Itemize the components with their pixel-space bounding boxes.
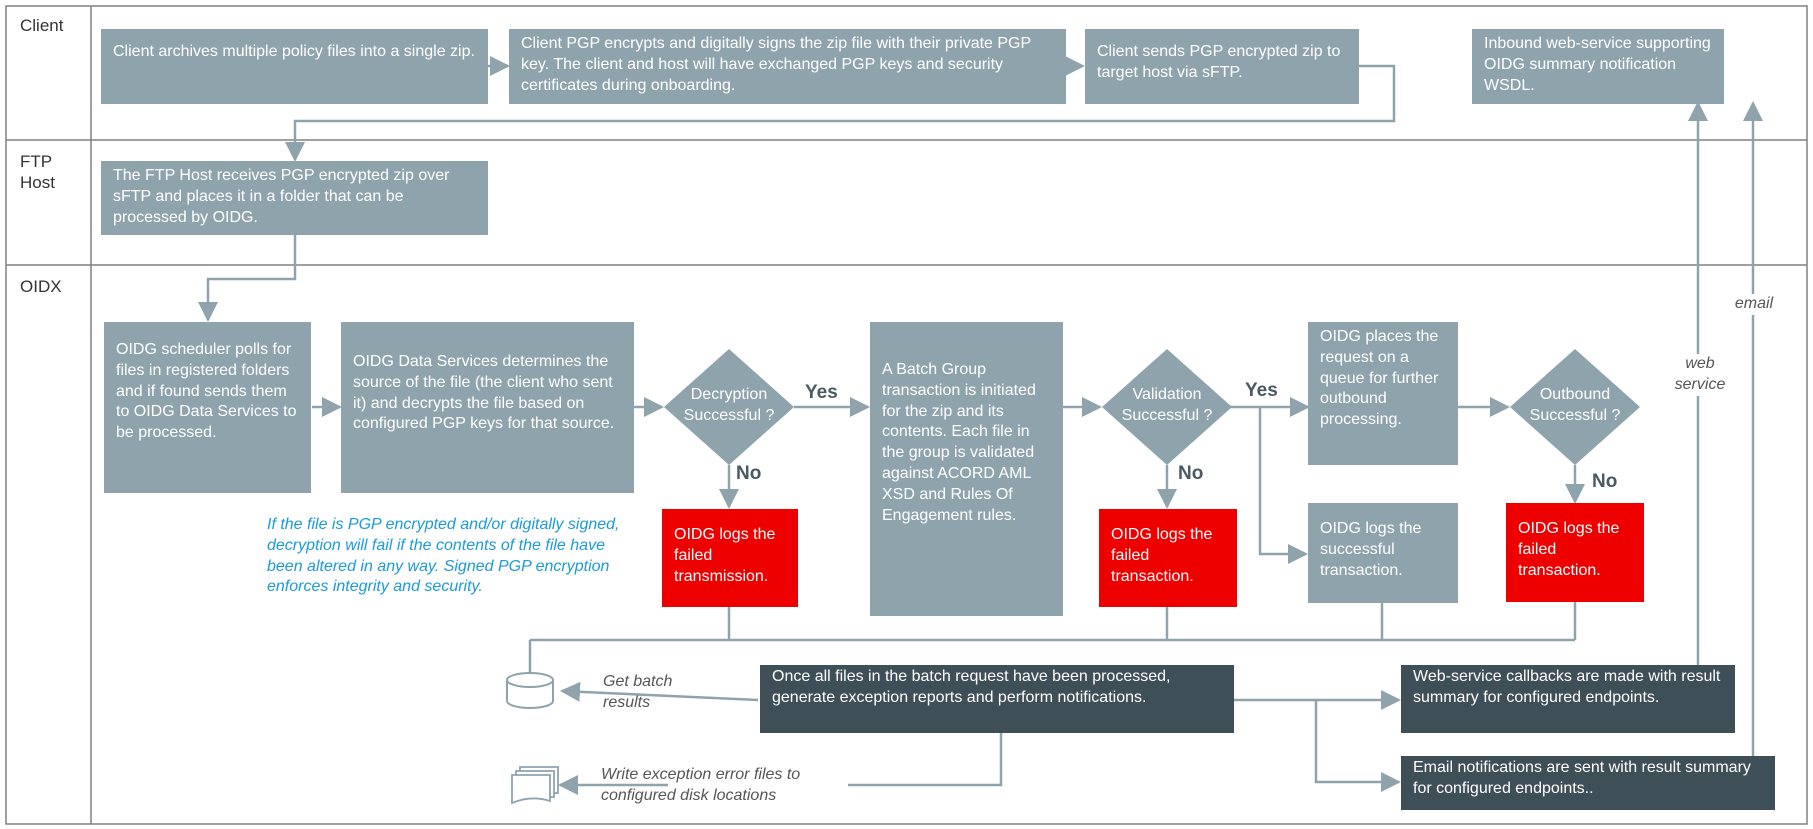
email-label: email [1724, 294, 1784, 315]
lane-label-oidx: OIDX [20, 277, 62, 296]
email-notifications-step: Email notifications are sent with result… [1401, 756, 1775, 810]
outbound-diamond-label: Outbound Successful ? [1529, 386, 1621, 424]
client-encrypt-step: Client PGP encrypts and digitally signs … [509, 29, 1066, 104]
lane-label-ftp-host: FTP Host [20, 152, 55, 193]
failed-transaction-log-validation: OIDG logs the failed transaction. [1099, 509, 1237, 607]
client-send-step: Client sends PGP encrypted zip to target… [1085, 29, 1359, 104]
decryption-diamond [664, 349, 794, 465]
decryption-diamond-label: Decryption Successful ? [683, 386, 775, 424]
outbound-no-label: No [1592, 471, 1618, 492]
validation-yes-label: Yes [1245, 380, 1278, 401]
batch-complete-step: Once all files in the batch request have… [760, 665, 1234, 733]
batch-group-step: A Batch Group transaction is initiated f… [870, 322, 1063, 616]
decryption-yes-label: Yes [805, 382, 838, 403]
web-service-label: web service [1660, 354, 1740, 396]
document-stack-icon [511, 766, 559, 805]
write-exception-files-label: Write exception error files to configure… [601, 766, 801, 804]
outbound-diamond [1510, 349, 1640, 465]
pgp-integrity-note: If the file is PGP encrypted and/or digi… [267, 516, 620, 596]
validation-no-label: No [1178, 463, 1204, 484]
validation-diamond-label: Validation Successful ? [1121, 386, 1213, 424]
validation-diamond [1102, 349, 1232, 465]
ftp-receive-step: The FTP Host receives PGP encrypted zip … [101, 161, 488, 235]
get-batch-results-label: Get batch results [603, 673, 673, 711]
oidg-scheduler-step: OIDG scheduler polls for files in regist… [104, 322, 311, 493]
oidg-queue-step: OIDG places the request on a queue for f… [1308, 322, 1458, 465]
failed-transmission-log: OIDG logs the failed transmission. [662, 509, 798, 607]
failed-transaction-log-outbound: OIDG logs the failed transaction. [1506, 503, 1644, 602]
webservice-callbacks-step: Web-service callbacks are made with resu… [1401, 665, 1735, 733]
oidg-data-services-step: OIDG Data Services determines the source… [341, 322, 634, 493]
successful-transaction-log: OIDG logs the successful transaction. [1308, 503, 1458, 603]
decryption-no-label: No [736, 463, 762, 484]
lane-label-client: Client [20, 16, 64, 35]
client-inbound-webservice: Inbound web-service supporting OIDG summ… [1472, 29, 1724, 104]
database-icon [506, 672, 554, 709]
client-archive-step: Client archives multiple policy files in… [101, 29, 488, 104]
connectors [198, 56, 1763, 795]
swimlane-frame [5, 5, 1808, 825]
